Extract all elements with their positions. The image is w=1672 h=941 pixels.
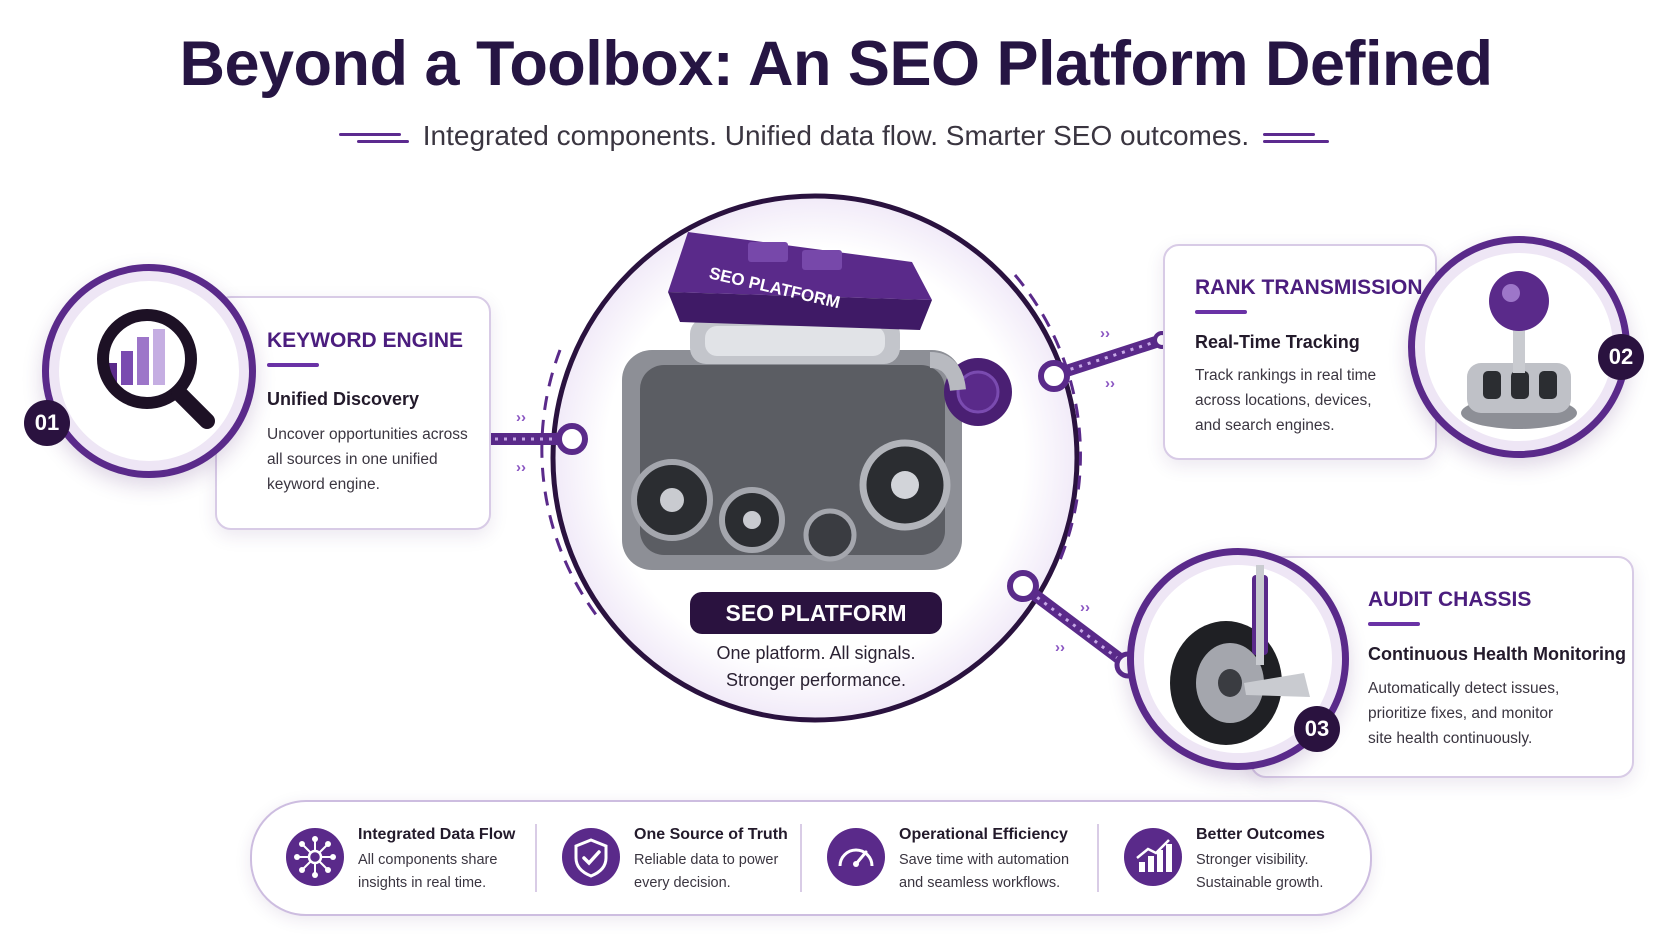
connector-audit-chassis: ›› ›› — [1007, 570, 1142, 679]
keyword-engine-subheading: Unified Discovery — [267, 389, 420, 409]
benefit-divider — [535, 824, 537, 892]
connector-keyword-engine: ›› ›› — [482, 409, 588, 476]
rank-transmission-heading: RANK TRANSMISSION — [1195, 276, 1423, 299]
engine-illustration: SEO PLATFORM — [622, 232, 1012, 570]
rank-transmission-card: RANK TRANSMISSION Real-Time Tracking Tra… — [1163, 244, 1437, 460]
audit-chassis-rule — [1368, 622, 1420, 626]
svg-text:››: ›› — [516, 409, 526, 426]
rank-transmission-subheading: Real-Time Tracking — [1195, 332, 1360, 352]
keyword-engine-heading: KEYWORD ENGINE — [267, 329, 464, 352]
audit-chassis-description: Automatically detect issues, prioritize … — [1368, 680, 1560, 747]
page-subtitle: Integrated components. Unified data flow… — [0, 120, 1672, 152]
page-title: Beyond a Toolbox: An SEO Platform Define… — [179, 29, 1493, 99]
keyword-engine-number-badge: 01 — [24, 400, 70, 446]
keyword-engine-card: KEYWORD ENGINE Unified Discovery Uncover… — [215, 296, 491, 530]
growth-chart-icon — [1124, 828, 1182, 886]
rank-transmission-rule — [1195, 310, 1247, 314]
benefit-integrated-data-flow: Integrated Data Flow All components shar… — [286, 802, 516, 914]
keyword-engine-icon-circle — [42, 264, 256, 478]
svg-text:››: ›› — [1080, 599, 1090, 616]
subtitle-decoration-right — [1263, 131, 1333, 145]
benefit-divider — [800, 824, 802, 892]
benefit-divider — [1097, 824, 1099, 892]
seo-platform-caption: One platform. All signals. Stronger perf… — [716, 643, 916, 690]
svg-text:››: ›› — [516, 459, 526, 476]
magnifier-chart-icon — [97, 309, 215, 429]
rank-transmission-number-badge: 02 — [1598, 334, 1644, 380]
subtitle-decoration-left — [338, 131, 409, 145]
center-ring-dash-right — [1013, 274, 1082, 561]
speedometer-icon — [827, 828, 885, 886]
audit-chassis-number-badge: 03 — [1294, 706, 1340, 752]
seo-platform-label: SEO PLATFORM — [690, 592, 942, 634]
center-ring-dash-left — [540, 349, 602, 621]
subtitle-text: Integrated components. Unified data flow… — [422, 120, 1250, 151]
network-hub-icon — [286, 828, 344, 886]
shield-check-icon — [562, 828, 620, 886]
benefit-one-source-of-truth: One Source of Truth Reliable data to pow… — [562, 802, 792, 914]
rank-transmission-description: Track rankings in real time across locat… — [1195, 367, 1377, 434]
audit-chassis-subheading: Continuous Health Monitoring — [1368, 644, 1626, 664]
benefit-better-outcomes: Better Outcomes Stronger visibility.Sust… — [1124, 802, 1344, 914]
connector-rank-transmission: ›› ›› — [1038, 325, 1171, 392]
keyword-engine-rule — [267, 363, 319, 367]
svg-text:››: ›› — [1055, 639, 1065, 656]
audit-chassis-heading: AUDIT CHASSIS — [1368, 588, 1532, 611]
svg-text:››: ›› — [1105, 375, 1115, 392]
rank-transmission-icon-circle — [1408, 236, 1630, 458]
gear-shifter-icon — [1461, 271, 1577, 429]
keyword-engine-description: Uncover opportunities across all sources… — [267, 426, 468, 493]
svg-text:››: ›› — [1100, 325, 1110, 342]
benefits-bar: Integrated Data Flow All components shar… — [250, 800, 1372, 916]
benefit-operational-efficiency: Operational Efficiency Save time with au… — [827, 802, 1087, 914]
wheel-suspension-icon — [1170, 565, 1310, 745]
